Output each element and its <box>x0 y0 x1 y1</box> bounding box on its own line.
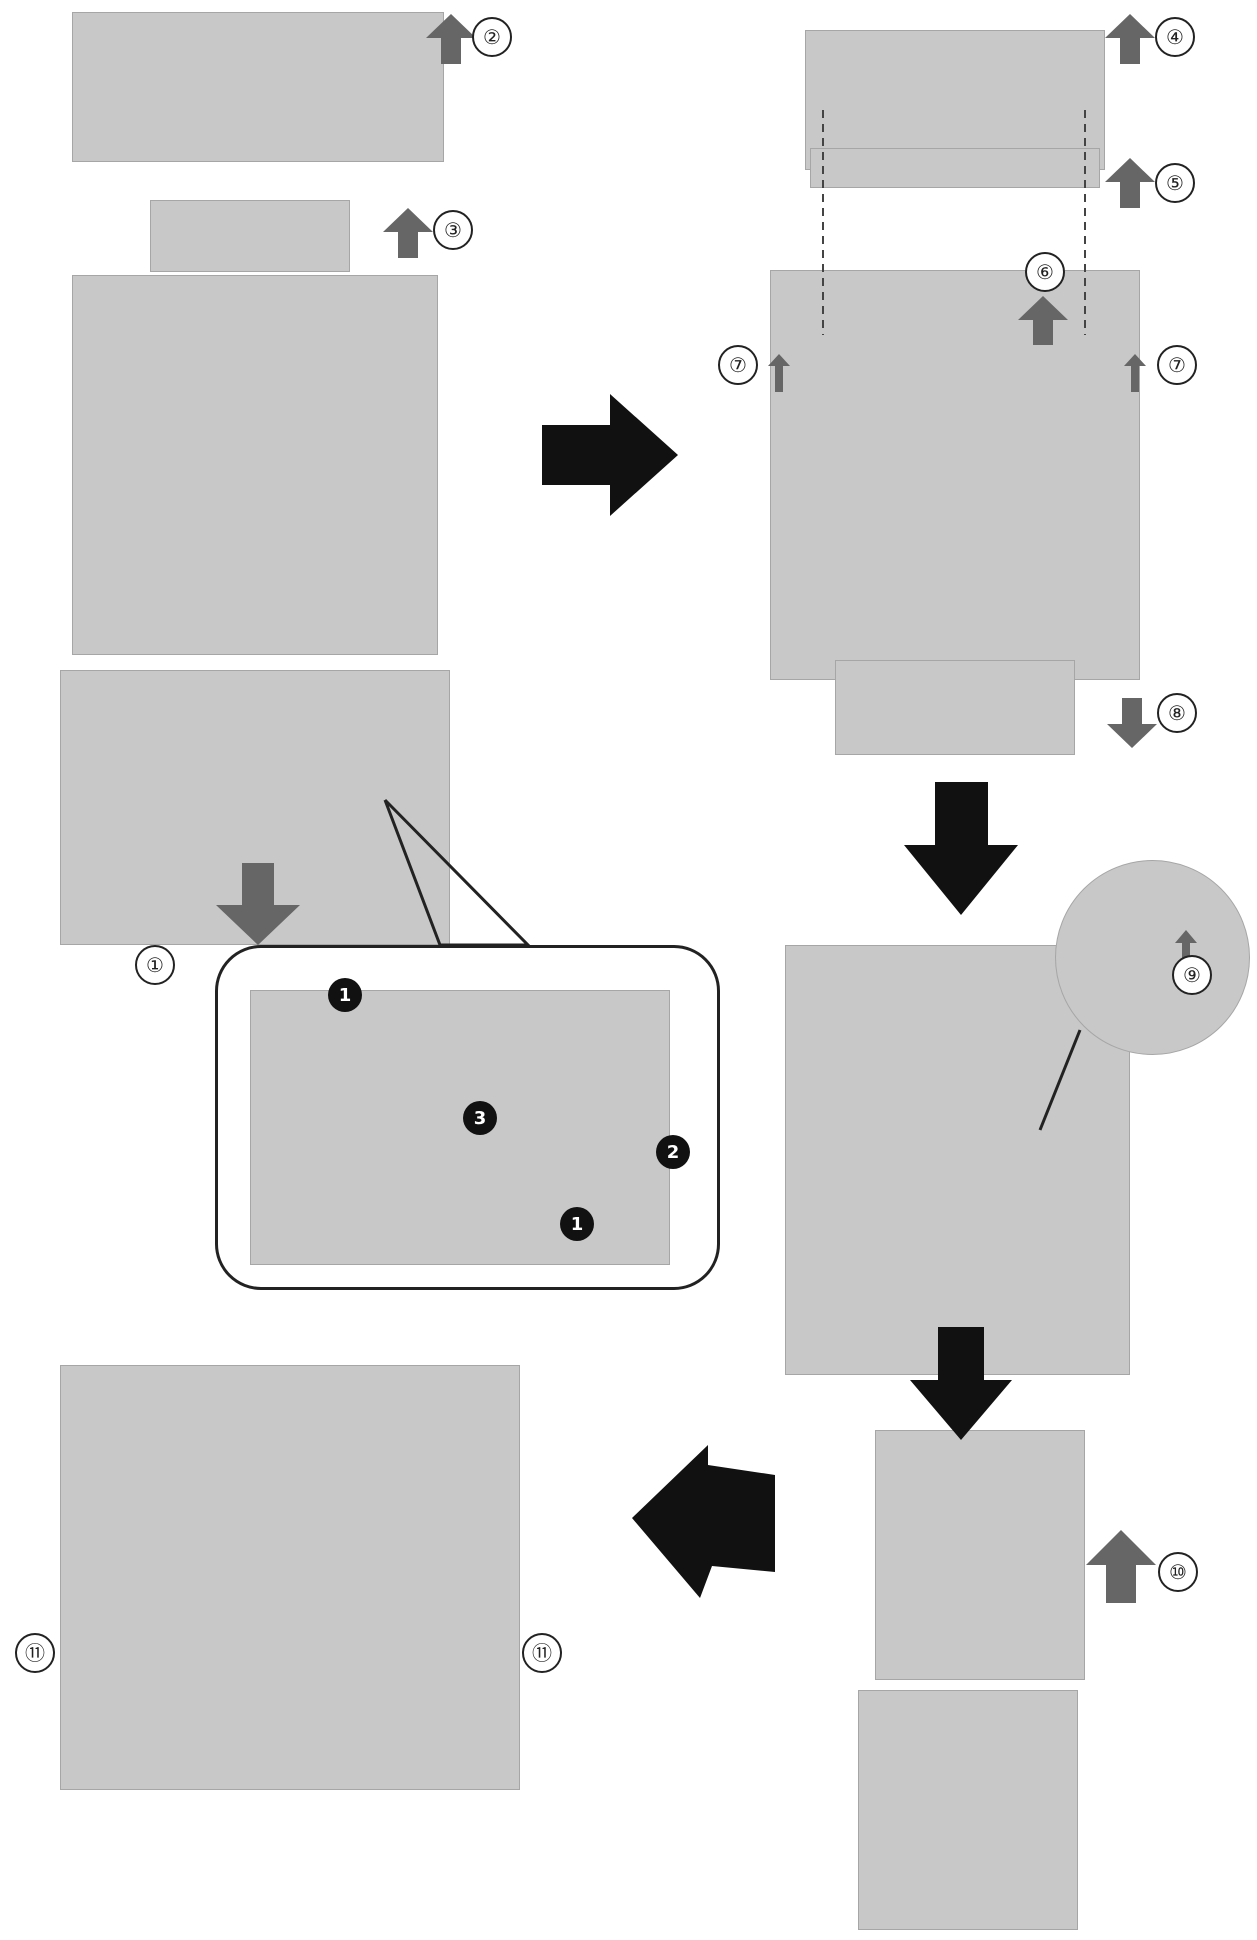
step-label-5: ⑤ <box>1155 163 1195 203</box>
step-label-7-left: ⑦ <box>718 345 758 385</box>
step-arrow-5-up <box>1105 158 1155 208</box>
step-arrow-4-up <box>1105 14 1155 64</box>
inset-step-2: 2 <box>656 1135 690 1169</box>
flow-arrow-left <box>632 1445 775 1598</box>
step-arrow-1-down <box>216 863 300 945</box>
step-label-11-right: ⑪ <box>522 1633 562 1673</box>
inset-pointer-line <box>383 798 532 947</box>
screwdriver-zoom-image <box>1055 860 1250 1055</box>
step-arrow-2-up <box>426 14 476 64</box>
body-frame-image <box>785 945 1130 1375</box>
step-arrow-3-up <box>383 208 433 258</box>
retaining-plate-image <box>810 148 1100 188</box>
step-label-1: ① <box>135 945 175 985</box>
step-label-10: ⑩ <box>1158 1552 1198 1592</box>
step-label-3: ③ <box>433 210 473 250</box>
circuit-board-image <box>60 1365 520 1790</box>
flow-arrow-down-1 <box>904 782 1018 915</box>
screw-pins-image <box>805 30 1105 170</box>
step-label-8: ⑧ <box>1157 693 1197 733</box>
step-label-6: ⑥ <box>1025 252 1065 292</box>
step-label-11-left: ⑪ <box>15 1633 55 1673</box>
step-arrow-9-up <box>1175 930 1197 968</box>
step-label-7-right: ⑦ <box>1157 345 1197 385</box>
step-arrow-6-up <box>1018 296 1068 345</box>
zoom-pointer-line <box>1038 1029 1082 1131</box>
shaver-body-open-image <box>770 270 1140 680</box>
step-arrow-8-down <box>1107 698 1157 748</box>
step-arrow-7-left-up <box>768 354 790 392</box>
step-arrow-7-right-up <box>1124 354 1146 392</box>
outer-shell-image <box>858 1690 1078 1930</box>
shaver-head-assembly-image <box>72 275 438 655</box>
head-cap-image <box>72 12 444 162</box>
step-label-2: ② <box>472 17 512 57</box>
bottom-screws-image <box>835 660 1075 755</box>
step-arrow-10-up <box>1086 1530 1156 1603</box>
inset-step-3: 3 <box>463 1101 497 1135</box>
inner-unit-image <box>875 1430 1085 1680</box>
step-label-9: ⑨ <box>1172 955 1212 995</box>
step-label-4: ④ <box>1155 17 1195 57</box>
flow-arrow-down-2 <box>910 1327 1012 1440</box>
flow-arrow-right <box>542 394 678 516</box>
inset-step-1-top: 1 <box>328 978 362 1012</box>
inset-step-1-bottom: 1 <box>560 1207 594 1241</box>
hand-removal-illustration <box>250 990 670 1265</box>
outer-blade-image <box>150 200 350 272</box>
